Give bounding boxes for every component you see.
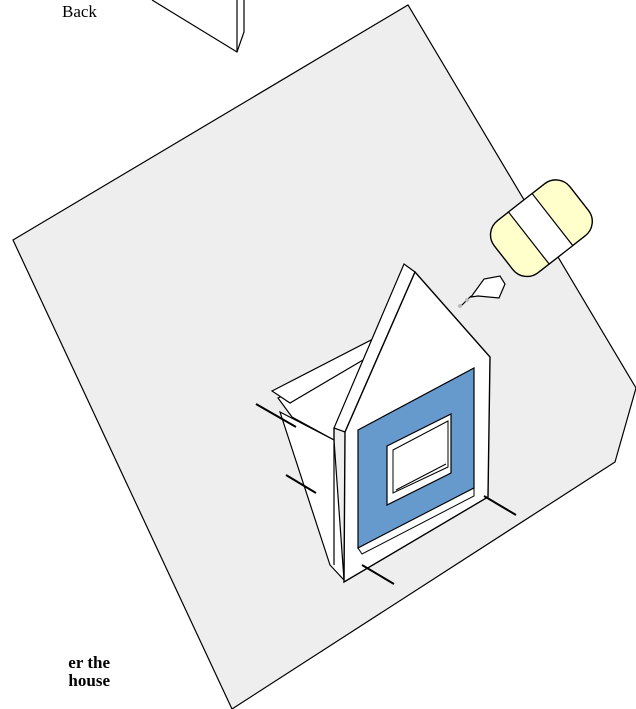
caption-text: er the house xyxy=(0,654,110,690)
back-label: Back xyxy=(62,3,97,21)
caption-line-1: er the xyxy=(0,654,110,672)
back-wall-panel xyxy=(152,0,244,52)
base-board xyxy=(13,5,636,709)
caption-line-2: house xyxy=(0,672,110,690)
